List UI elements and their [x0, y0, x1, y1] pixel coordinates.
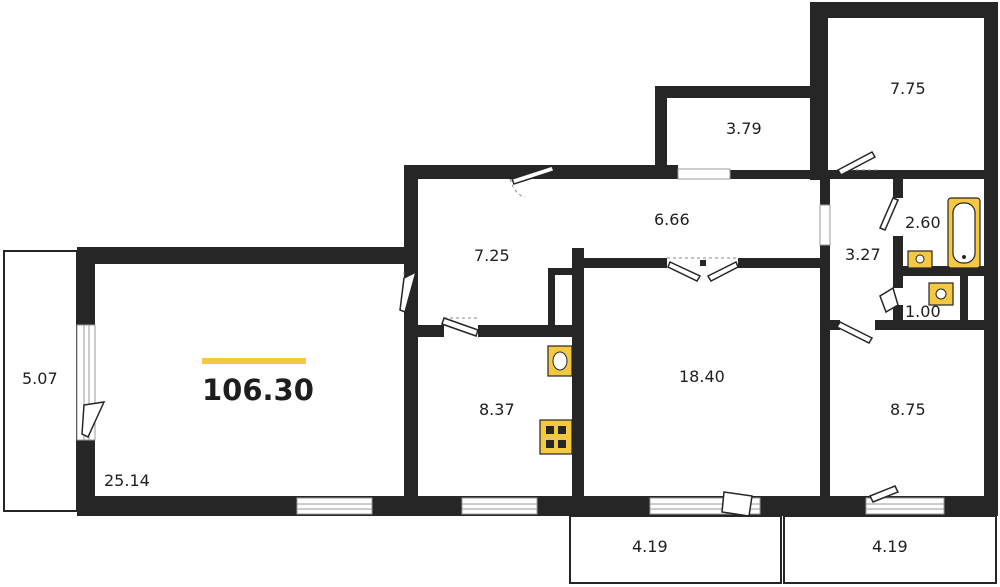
- wall: [820, 320, 840, 330]
- room-area-hall-small: 3.27: [845, 245, 881, 264]
- windows: [76, 168, 945, 515]
- door: [721, 491, 753, 517]
- window: [461, 497, 538, 515]
- wall: [404, 325, 444, 337]
- wall: [810, 2, 998, 18]
- wall: [984, 2, 998, 516]
- fixtures: [539, 197, 981, 455]
- door: [879, 286, 899, 314]
- wall: [478, 325, 584, 337]
- wall: [893, 170, 903, 198]
- room-area-balcony-bottom-left: 4.19: [632, 537, 668, 556]
- window: [677, 168, 731, 180]
- total-area-accent-bar: [202, 358, 306, 364]
- door: [706, 260, 739, 282]
- wall: [820, 245, 830, 516]
- room-area-toilet: 1.00: [905, 302, 941, 321]
- window: [296, 497, 373, 515]
- room-area-balcony-bottom-right: 4.19: [872, 537, 908, 556]
- wall: [893, 305, 903, 325]
- room-area-balcony-left: 5.07: [22, 369, 58, 388]
- room-area-bedroom-main: 18.40: [679, 367, 725, 386]
- wall: [893, 266, 998, 276]
- room-area-living-room: 25.14: [104, 471, 150, 490]
- room-area-bedroom-top-right: 7.75: [890, 79, 926, 98]
- door: [879, 197, 899, 231]
- door: [441, 317, 479, 337]
- total-area: 106.30: [202, 373, 314, 407]
- door: [81, 401, 106, 439]
- wall: [77, 247, 417, 264]
- wall: [548, 268, 574, 275]
- room-area-hallway: 7.25: [474, 246, 510, 265]
- door: [868, 485, 900, 503]
- room-area-corridor: 6.66: [654, 210, 690, 229]
- wall: [572, 258, 667, 268]
- room-area-bedroom-right: 8.75: [890, 400, 926, 419]
- room-area-bathroom: 2.60: [905, 213, 941, 232]
- wall: [655, 86, 822, 98]
- doors: [81, 151, 900, 517]
- wall: [960, 276, 968, 324]
- wall: [893, 276, 903, 288]
- door: [835, 321, 874, 344]
- room-area-kitchen: 8.37: [479, 400, 515, 419]
- door: [399, 270, 418, 314]
- wall: [880, 170, 998, 179]
- room-area-storage: 3.79: [726, 119, 762, 138]
- wall: [572, 490, 582, 516]
- wall: [810, 2, 828, 180]
- window: [865, 497, 945, 515]
- door: [667, 260, 702, 282]
- door: [836, 151, 877, 176]
- wall: [820, 179, 830, 205]
- wall: [548, 268, 555, 328]
- wall: [738, 258, 830, 268]
- wall: [875, 320, 998, 330]
- wall: [893, 236, 903, 268]
- wall: [404, 165, 418, 516]
- window: [819, 204, 831, 246]
- wall: [655, 86, 667, 179]
- balcony-bottom-left-outline: [569, 515, 782, 584]
- door: [511, 165, 555, 185]
- wall: [572, 248, 584, 516]
- stove: [539, 419, 573, 455]
